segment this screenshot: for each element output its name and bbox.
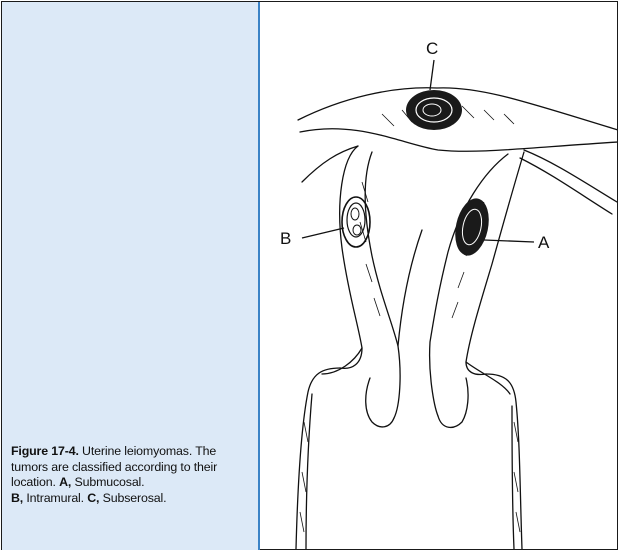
caption-panel: Figure 17-4. Uterine leiomyomas. The tum… xyxy=(2,2,260,550)
caption-key-a: A, xyxy=(59,475,71,489)
uterus-outline xyxy=(296,88,617,549)
tissue-hatching xyxy=(300,106,520,532)
caption-text-c: Subserosal. xyxy=(99,491,166,505)
figure-caption: Figure 17-4. Uterine leiomyomas. The tum… xyxy=(11,444,256,506)
uterus-illustration: C B A xyxy=(262,2,617,549)
fibroid-submucosal xyxy=(450,195,493,258)
figure-number: Figure 17-4. xyxy=(11,444,79,458)
label-a: A xyxy=(538,233,550,252)
leader-lines xyxy=(302,60,534,242)
caption-text-b: Intramural. xyxy=(23,491,87,505)
label-b: B xyxy=(280,229,291,248)
uterus-drawing: C B A xyxy=(262,2,617,549)
caption-key-b: B, xyxy=(11,491,23,505)
fibroid-intramural xyxy=(342,197,370,247)
caption-text-a: Submucosal. xyxy=(71,475,144,489)
fibroid-subserosal xyxy=(406,90,462,130)
label-c: C xyxy=(426,39,438,58)
caption-key-c: C, xyxy=(87,491,99,505)
